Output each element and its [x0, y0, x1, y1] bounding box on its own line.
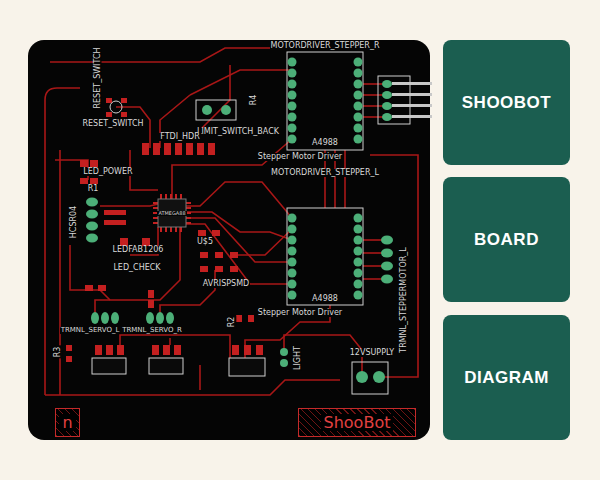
silkscreen-label: LEDFAB1206 [112, 246, 165, 254]
title-tab: DIAGRAM [443, 315, 570, 440]
silkscreen-label: R1 [87, 185, 100, 193]
silkscreen-label: HCSR04 [70, 205, 78, 239]
board-logo: ShooBot [298, 408, 416, 437]
silkscreen-label: R3 [54, 346, 62, 359]
silkscreen-label: Stepper Motor Driver [257, 153, 343, 161]
silkscreen-label: TRMNL_SERVO_L [60, 327, 121, 334]
silkscreen-label: ATMEGA88 [157, 211, 186, 216]
silkscreen-label: TRMNL_SERVO_R [121, 327, 183, 334]
silkscreen-label: TRMNL_STEPPERMOTOR_L [400, 246, 408, 353]
logo-mark: n [55, 408, 80, 437]
silkscreen-label: R2 [228, 316, 236, 329]
title-tab: BOARD [443, 177, 570, 302]
silkscreen-label: U$5 [196, 238, 214, 246]
silkscreen-label: FTDI_HDR [159, 133, 201, 141]
silkscreen-label: Stepper Motor Driver [257, 309, 343, 317]
silkscreen-label: MOTORDRIVER_STEPPER_R [270, 42, 381, 50]
silkscreen-label: LED_POWER [82, 168, 133, 176]
silkscreen-label: R4 [250, 94, 258, 107]
silkscreen-label: 12VSUPPLY [349, 349, 396, 357]
silkscreen-label: LED_CHECK [112, 264, 161, 272]
silkscreen-label: LIMIT_SWITCH_BACK [196, 128, 280, 136]
silkscreen-label: MOTORDRIVER_STEPPER_L [270, 169, 380, 177]
node-text: BOARD [474, 230, 539, 250]
node-text: ShooBot [321, 414, 394, 432]
node-text: DIAGRAM [464, 368, 549, 388]
silkscreen-label: AVRISPSMD [202, 280, 250, 288]
silkscreen-label: A4988 [311, 295, 339, 303]
silkscreen-label: RESET_SWITCH [93, 47, 101, 110]
node-text: n [59, 414, 75, 432]
title-tab: SHOOBOT [443, 40, 570, 165]
silkscreen-label: A4988 [311, 139, 339, 147]
silkscreen-label: LIGHT [294, 345, 302, 371]
node-text: SHOOBOT [462, 93, 551, 113]
silkscreen-label: RESET_SWITCH [82, 120, 145, 128]
